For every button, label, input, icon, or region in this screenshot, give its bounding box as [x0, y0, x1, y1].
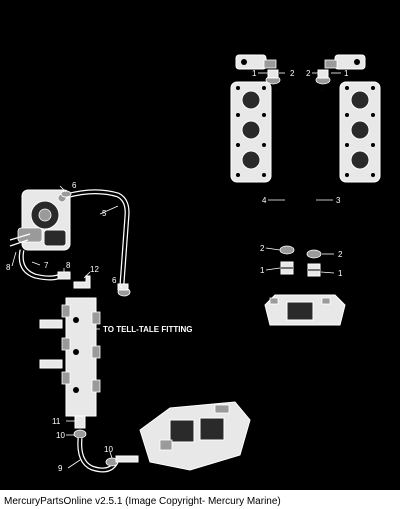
callout-3: 3 — [336, 196, 341, 205]
top-right-fitting — [324, 54, 366, 70]
crankcase-block-upper — [264, 294, 346, 326]
top-clamp-left — [265, 69, 281, 85]
top-clamp-right — [315, 69, 331, 85]
clamp-6-top — [60, 190, 72, 198]
callout-12: 12 — [90, 265, 99, 274]
callout-8-right: 8 — [66, 261, 71, 270]
elbow-fitting-12 — [73, 275, 91, 289]
callout-2-top-right: 2 — [306, 69, 311, 78]
callout-10-lower: 10 — [104, 445, 113, 454]
callout-5: 5 — [102, 209, 107, 218]
clamp-10-upper — [73, 429, 87, 439]
callout-10-upper: 10 — [56, 431, 65, 440]
lower-clamp-left — [279, 245, 295, 255]
lower-fitting-left — [280, 261, 294, 275]
crankcase-block-lower — [139, 401, 251, 471]
callout-9: 9 — [58, 464, 63, 473]
callout-7: 7 — [44, 261, 49, 270]
fitting-11 — [74, 415, 86, 429]
callout-1-top-right: 1 — [344, 69, 349, 78]
copyright-footer: MercuryPartsOnline v2.5.1 (Image Copyrig… — [4, 496, 281, 507]
callout-2-lower-left: 2 — [260, 244, 265, 253]
lower-fitting-right — [307, 263, 321, 277]
callout-8-left: 8 — [6, 263, 11, 272]
callout-11: 11 — [52, 417, 61, 426]
clamp-10-lower — [105, 455, 139, 467]
callout-1-lower-right: 1 — [338, 269, 343, 278]
hose-7 — [18, 249, 62, 281]
callout-1-top-left: 1 — [252, 69, 257, 78]
clamp-6-lower — [117, 283, 131, 297]
carburetor-assembly — [9, 189, 71, 251]
fitting-8 — [57, 271, 71, 280]
right-cylinder-head — [339, 81, 381, 183]
callout-1-lower-left: 1 — [260, 266, 265, 275]
callout-6-lower: 6 — [112, 276, 117, 285]
callout-2-lower-right: 2 — [338, 250, 343, 259]
callout-6-top: 6 — [72, 181, 77, 190]
left-cylinder-head — [230, 81, 272, 183]
parts-diagram: 2 2 1 1 4 3 2 2 1 1 6 5 7 8 8 12 6 TO TE… — [0, 0, 400, 490]
callout-4: 4 — [262, 196, 267, 205]
top-left-fitting — [235, 54, 277, 70]
lower-clamp-right — [306, 249, 322, 259]
parts-diagram-svg: 2 2 1 1 4 3 2 2 1 1 6 5 7 8 8 12 6 TO TE… — [6, 54, 381, 473]
fuel-rail-bracket — [39, 297, 101, 417]
tell-tale-annotation: TO TELL-TALE FITTING — [103, 325, 192, 334]
callout-2-top-left: 2 — [290, 69, 295, 78]
